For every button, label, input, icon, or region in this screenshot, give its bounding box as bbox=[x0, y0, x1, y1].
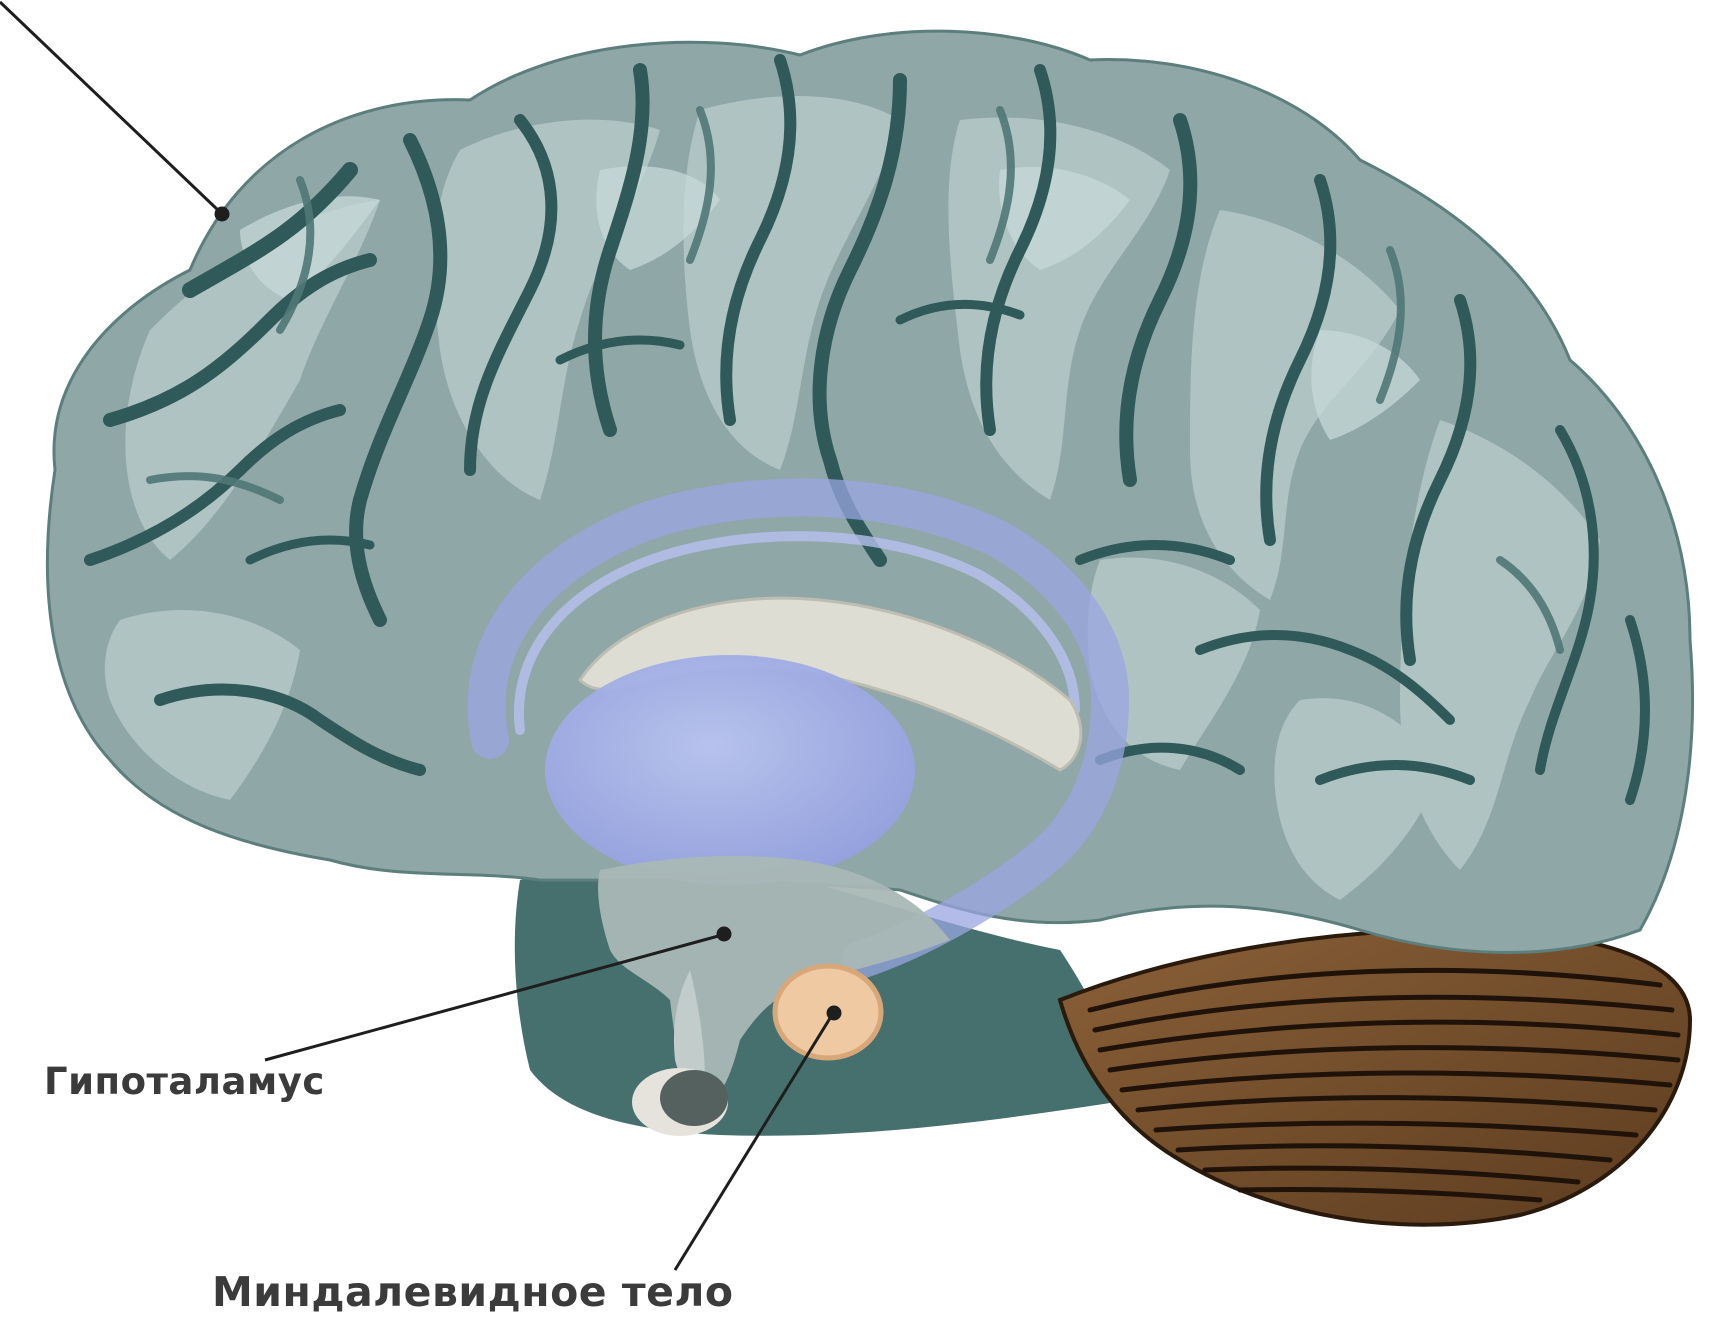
label-amygdala: Миндалевидное тело bbox=[212, 1268, 734, 1316]
leader-line-cortex bbox=[0, 2, 220, 212]
leader-dot-cortex bbox=[216, 208, 228, 220]
label-hypothalamus: Гипоталамус bbox=[44, 1060, 325, 1103]
cerebellum bbox=[1060, 929, 1690, 1224]
leader-dot-hypothalamus bbox=[718, 928, 730, 940]
thalamus bbox=[545, 655, 915, 885]
leader-dot-amygdala bbox=[828, 1007, 840, 1019]
pituitary-gland bbox=[632, 1068, 728, 1136]
